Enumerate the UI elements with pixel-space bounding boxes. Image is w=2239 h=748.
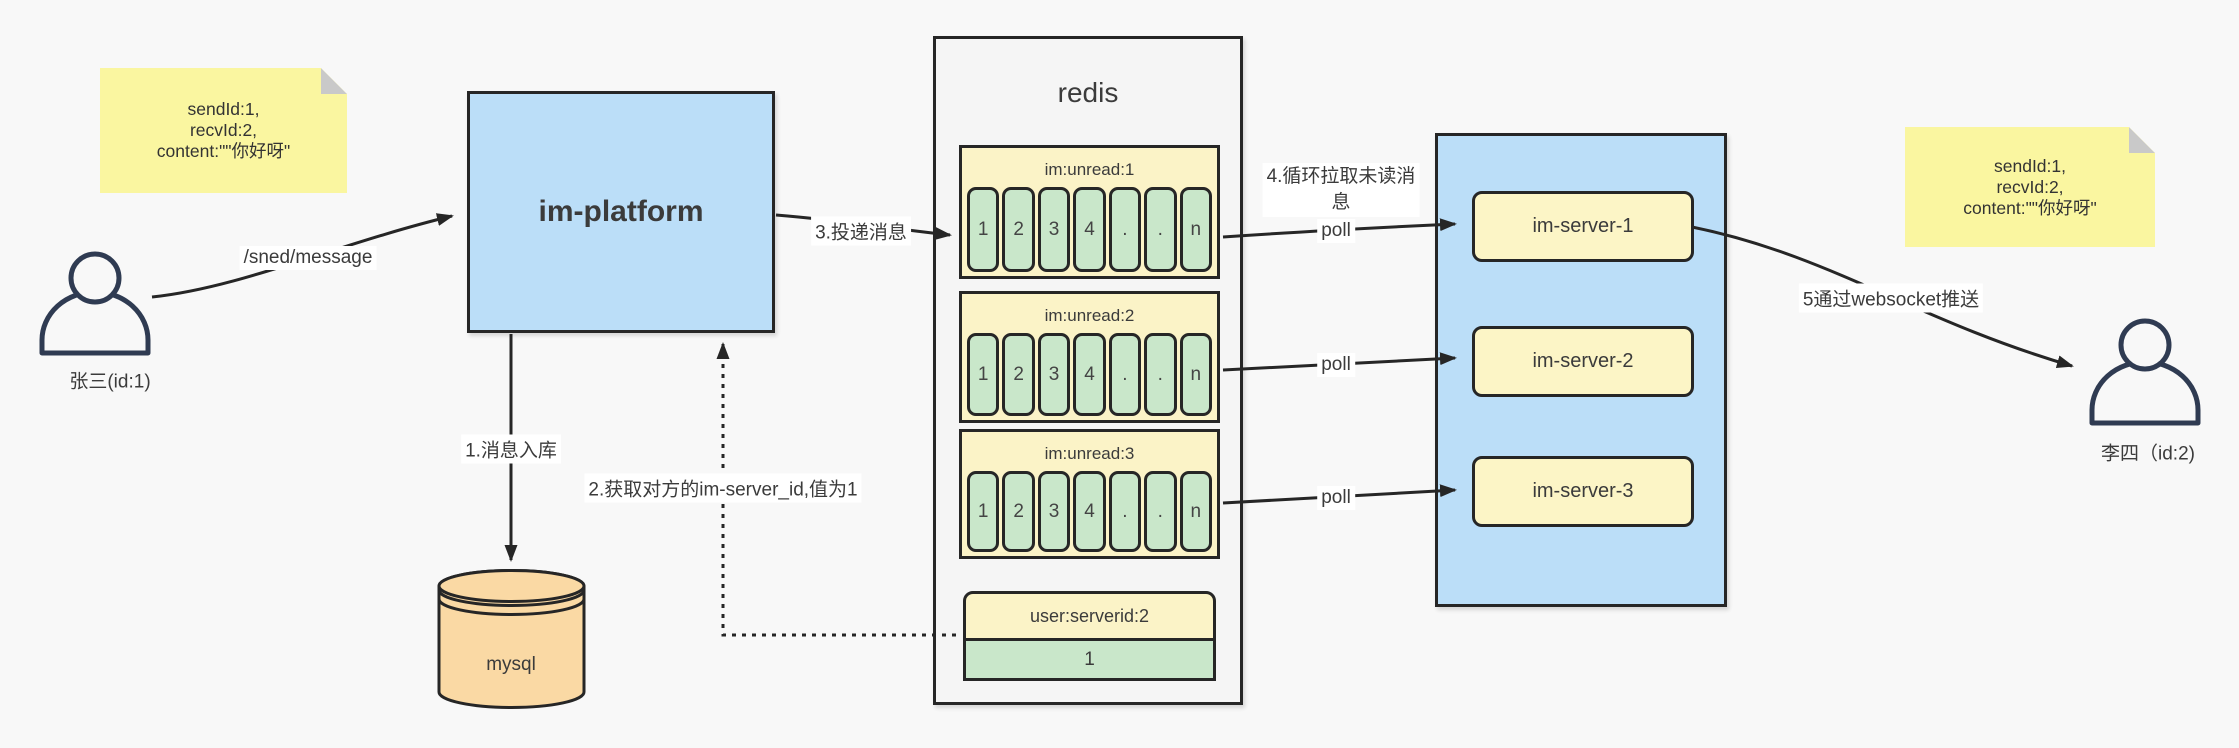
edge-label-poll-1: poll bbox=[1317, 219, 1355, 243]
edge-label-poll-3: poll bbox=[1317, 486, 1355, 510]
im-server-1-node: im-server-1 bbox=[1472, 191, 1694, 262]
sticky-note-sender-payload: sendId:1, recvId:2, content:""你好呀" bbox=[100, 68, 347, 193]
queue-title: im:unread:2 bbox=[1044, 306, 1135, 325]
note-line: content:""你好呀" bbox=[1963, 197, 2097, 218]
edge-label-poll-2: poll bbox=[1317, 353, 1355, 377]
redis-kv-user-serverid: user:serverid:2 1 bbox=[963, 591, 1216, 681]
queue-cell: . bbox=[1144, 333, 1177, 416]
im-server-3-label: im-server-3 bbox=[1532, 480, 1634, 502]
sender-label: 张三(id:1) bbox=[69, 371, 151, 393]
database-cylinder-icon bbox=[437, 569, 586, 709]
queue-cell: 3 bbox=[1037, 471, 1071, 552]
queue-cell: 1 bbox=[967, 333, 1000, 416]
receiver-label: 李四（id:2) bbox=[2101, 443, 2195, 465]
queue-cell: 3 bbox=[1037, 187, 1071, 272]
queue-cell: 4 bbox=[1073, 187, 1106, 272]
queue-cell: n bbox=[1179, 471, 1212, 552]
im-platform-label: im-platform bbox=[538, 195, 704, 228]
redis-queue-unread-3: im:unread:3 1 2 3 4 . . n bbox=[959, 429, 1220, 559]
queue-cell: 2 bbox=[1002, 187, 1035, 272]
redis-container: redis im:unread:1 1 2 3 4 . . n im:unrea… bbox=[933, 36, 1243, 705]
queue-cell: 4 bbox=[1073, 333, 1106, 416]
queue-cell: . bbox=[1108, 471, 1142, 552]
note-line: sendId:1, bbox=[187, 99, 260, 119]
edge-label-step4-line2: 息 bbox=[1331, 192, 1351, 213]
queue-cells: 1 2 3 4 . . n bbox=[967, 333, 1212, 416]
edge-label-step4-line1: 4.循环拉取未读消 bbox=[1266, 166, 1416, 187]
note-line: recvId:2, bbox=[189, 120, 258, 140]
sticky-fold-icon bbox=[321, 68, 347, 94]
user-icon-sender bbox=[39, 251, 151, 356]
note-line: recvId:2, bbox=[1996, 176, 2064, 197]
queue-cell: 2 bbox=[1002, 333, 1035, 416]
mysql-label: mysql bbox=[486, 654, 536, 675]
mysql-node: mysql bbox=[436, 568, 587, 710]
user-icon-receiver bbox=[2089, 318, 2201, 426]
redis-queue-unread-2: im:unread:2 1 2 3 4 . . n bbox=[959, 291, 1220, 423]
redis-queue-unread-1: im:unread:1 1 2 3 4 . . n bbox=[959, 145, 1220, 279]
im-server-2-node: im-server-2 bbox=[1472, 326, 1694, 397]
queue-cell: 4 bbox=[1073, 471, 1106, 552]
im-server-3-node: im-server-3 bbox=[1472, 456, 1694, 527]
queue-cell: . bbox=[1108, 333, 1142, 416]
queue-cell: n bbox=[1179, 187, 1212, 272]
im-server-group: im-server-1 im-server-2 im-server-3 bbox=[1435, 133, 1727, 607]
edge-label-send-message: /sned/message bbox=[239, 246, 377, 270]
edge-label-step5: 5通过websocket推送 bbox=[1798, 283, 1984, 313]
queue-title: im:unread:1 bbox=[1044, 160, 1135, 179]
queue-cells: 1 2 3 4 . . n bbox=[967, 187, 1212, 272]
note-line: content:""你好呀" bbox=[156, 141, 291, 161]
kv-value: 1 bbox=[966, 638, 1213, 678]
im-server-2-label: im-server-2 bbox=[1532, 350, 1634, 372]
queue-cell: 2 bbox=[1002, 471, 1035, 552]
sticky-note-receiver-payload: sendId:1, recvId:2, content:""你好呀" bbox=[1905, 127, 2155, 247]
edge-label-step3: 3.投递消息 bbox=[811, 216, 911, 246]
redis-title: redis bbox=[1057, 77, 1119, 108]
queue-cell: n bbox=[1179, 333, 1212, 416]
im-server-1-label: im-server-1 bbox=[1532, 215, 1634, 237]
queue-cell: 3 bbox=[1037, 333, 1071, 416]
note-line: sendId:1, bbox=[1994, 155, 2066, 176]
queue-cell: . bbox=[1144, 187, 1177, 272]
sticky-fold-icon bbox=[2129, 127, 2155, 153]
kv-title: user:serverid:2 bbox=[1029, 605, 1150, 626]
queue-cell: . bbox=[1108, 187, 1142, 272]
queue-cell: 1 bbox=[967, 187, 1000, 272]
queue-cells: 1 2 3 4 . . n bbox=[967, 471, 1212, 552]
edge-label-step4: 4.循环拉取未读消 息 bbox=[1262, 163, 1420, 217]
edge-label-step2: 2.获取对方的im-server_id,值为1 bbox=[584, 473, 862, 503]
edge-label-step1: 1.消息入库 bbox=[461, 434, 561, 464]
queue-cell: 1 bbox=[967, 471, 1000, 552]
queue-cell: . bbox=[1144, 471, 1177, 552]
im-platform-node: im-platform bbox=[467, 91, 775, 333]
queue-title: im:unread:3 bbox=[1044, 444, 1135, 463]
